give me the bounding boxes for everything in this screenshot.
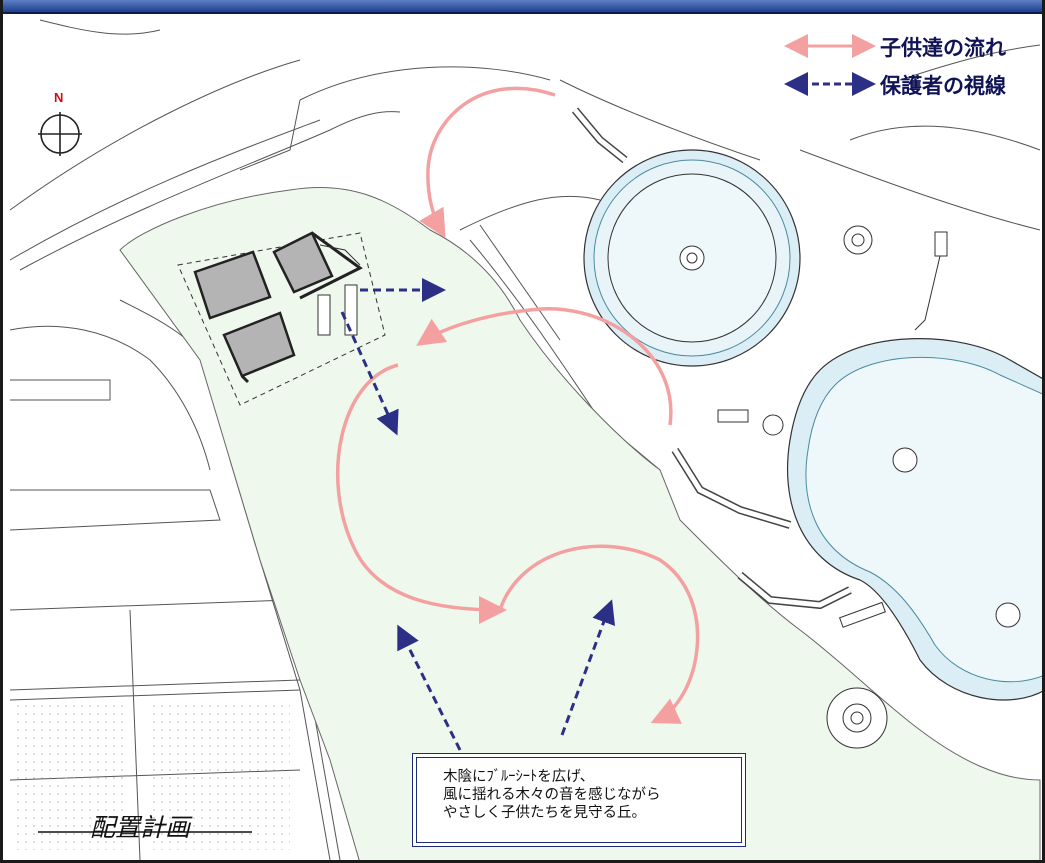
trees (762, 225, 888, 749)
concept-note-text: 木陰にﾌﾞﾙｰｼｰﾄを広げ、 風に揺れる木々の音を感じながら やさしく子供たちを… (443, 768, 661, 822)
shelter-roof-3 (222, 311, 296, 378)
guardian-view-down (340, 311, 399, 436)
hill-lawn (119, 186, 1041, 863)
children-flow-arrows (336, 86, 700, 724)
children-flow-arc-4 (498, 544, 700, 724)
concept-note-line: 木陰にﾌﾞﾙｰｼｰﾄを広げ、 (443, 769, 595, 785)
pool-lower (786, 338, 1045, 701)
shelter-roof-1 (193, 250, 272, 320)
guardian-view-up-left (397, 624, 462, 751)
concept-note-box: 木陰にﾌﾞﾙｰｼｰﾄを広げ、 風に揺れる木々の音を感じながら やさしく子供たちを… (412, 753, 746, 847)
children-flow-arc-1 (419, 86, 556, 239)
children-flow-arc-3 (336, 363, 507, 624)
plan-title: 配置計画 (90, 813, 191, 842)
pool-upper (583, 149, 801, 367)
legend-guardian-view-label: 保護者の視線 (880, 74, 1006, 98)
shelter-area (177, 231, 386, 406)
guardian-view-arrows (340, 278, 616, 751)
children-flow-arc-2 (416, 307, 673, 426)
legend-children-flow-label: 子供達の流れ (880, 36, 1006, 60)
concept-note-line: やさしく子供たちを見守る丘。 (443, 805, 646, 821)
dotted-field-1 (15, 700, 125, 850)
guardian-view-up-right (560, 599, 616, 736)
dotted-field-2 (150, 700, 290, 850)
play-structures (571, 107, 948, 628)
shelter-roof-2 (272, 231, 334, 294)
window-title-bar (0, 0, 1045, 14)
concept-note-line: 風に揺れる木々の音を感じながら (443, 787, 661, 803)
compass-north-label: N (54, 90, 64, 105)
compass-icon (38, 112, 82, 156)
